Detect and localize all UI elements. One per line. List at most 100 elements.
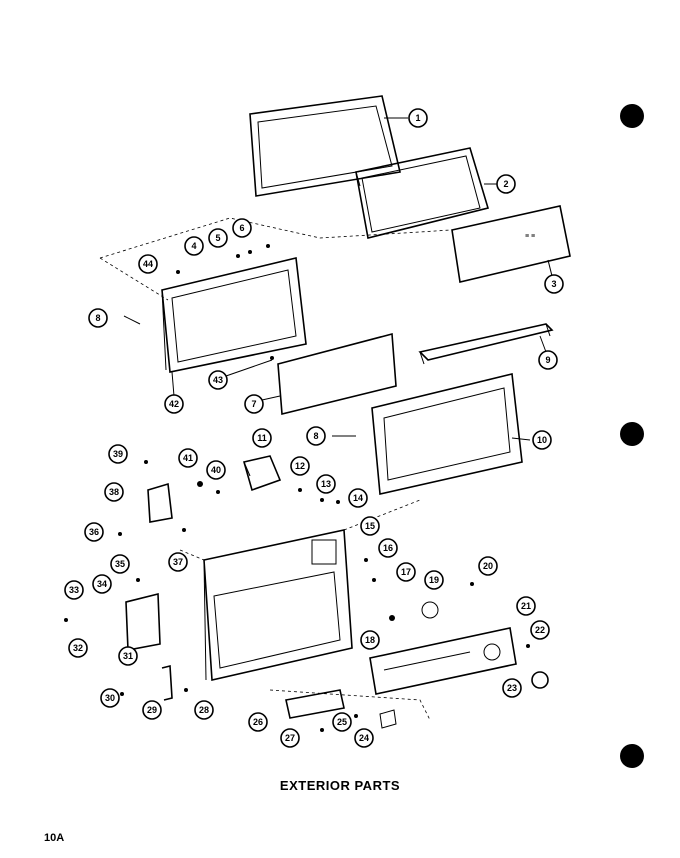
svg-text:20: 20	[483, 561, 493, 571]
svg-text:8: 8	[95, 313, 100, 323]
leader-lines	[123, 117, 553, 441]
callout-13: 13	[316, 474, 336, 494]
svg-text:34: 34	[97, 579, 107, 589]
part-19-disc	[421, 601, 439, 619]
callout-8-lower: 8	[306, 426, 326, 446]
svg-text:5: 5	[215, 233, 220, 243]
svg-text:17: 17	[401, 567, 411, 577]
svg-text:8: 8	[313, 431, 318, 441]
part-11-box	[242, 455, 282, 492]
callout-9: 9	[538, 350, 558, 370]
part-26-bracket	[285, 689, 345, 719]
small-fasteners	[64, 244, 530, 732]
callout-18: 18	[360, 630, 380, 650]
part-23-knob	[531, 671, 549, 689]
callout-43: 43	[208, 370, 228, 390]
callout-21: 21	[516, 596, 536, 616]
callout-20: 20	[478, 556, 498, 576]
callout-36: 36	[84, 522, 104, 542]
callout-14: 14	[348, 488, 368, 508]
part-29-clip	[161, 664, 173, 701]
callout-5: 5	[208, 228, 228, 248]
callout-39: 39	[108, 444, 128, 464]
svg-text:30: 30	[105, 693, 115, 703]
svg-text:7: 7	[251, 399, 256, 409]
part-24-clip	[379, 709, 397, 729]
svg-text:3: 3	[551, 279, 556, 289]
binder-hole-middle	[620, 422, 644, 446]
callout-41: 41	[178, 448, 198, 468]
callout-11: 11	[252, 428, 272, 448]
svg-text:28: 28	[199, 705, 209, 715]
svg-text:15: 15	[365, 521, 375, 531]
part-3-panel: ≡ ≡	[451, 205, 571, 283]
svg-text:11: 11	[257, 433, 267, 443]
callout-19: 19	[424, 570, 444, 590]
svg-text:27: 27	[285, 733, 295, 743]
callout-37: 37	[168, 552, 188, 572]
callout-4: 4	[184, 236, 204, 256]
callout-33: 33	[64, 580, 84, 600]
svg-text:42: 42	[169, 399, 179, 409]
callout-27: 27	[280, 728, 300, 748]
callout-2: 2	[496, 174, 516, 194]
svg-text:16: 16	[383, 543, 393, 553]
callout-12: 12	[290, 456, 310, 476]
callout-24: 24	[354, 728, 374, 748]
callout-1: 1	[408, 108, 428, 128]
callout-31: 31	[118, 646, 138, 666]
callout-10: 10	[532, 430, 552, 450]
part-21-control-panel	[369, 627, 517, 695]
callout-30: 30	[100, 688, 120, 708]
svg-text:29: 29	[147, 705, 157, 715]
svg-text:21: 21	[521, 601, 531, 611]
svg-text:39: 39	[113, 449, 123, 459]
svg-text:9: 9	[545, 355, 550, 365]
svg-text:33: 33	[69, 585, 79, 595]
svg-text:43: 43	[213, 375, 223, 385]
svg-text:44: 44	[143, 259, 153, 269]
svg-text:26: 26	[253, 717, 263, 727]
svg-text:36: 36	[89, 527, 99, 537]
part-15-cabinet-front	[203, 529, 353, 681]
callout-26: 26	[248, 712, 268, 732]
callout-38: 38	[104, 482, 124, 502]
callout-42: 42	[164, 394, 184, 414]
svg-text:10: 10	[537, 435, 547, 445]
svg-text:37: 37	[173, 557, 183, 567]
callout-40: 40	[206, 460, 226, 480]
svg-text:13: 13	[321, 479, 331, 489]
svg-text:1: 1	[415, 113, 420, 123]
callout-23: 23	[502, 678, 522, 698]
callout-15: 15	[360, 516, 380, 536]
part-10-frame	[371, 373, 523, 495]
callout-7: 7	[244, 394, 264, 414]
svg-text:12: 12	[295, 461, 305, 471]
svg-text:31: 31	[123, 651, 133, 661]
callout-29: 29	[142, 700, 162, 720]
svg-text:≡ ≡: ≡ ≡	[525, 233, 535, 240]
callout-25: 25	[332, 712, 352, 732]
part-31-bracket	[125, 592, 161, 651]
part-1-frame	[249, 95, 401, 197]
part-9-handle	[418, 323, 554, 365]
binder-hole-bottom	[620, 744, 644, 768]
callout-34: 34	[92, 574, 112, 594]
svg-text:4: 4	[191, 241, 196, 251]
diagram-caption: EXTERIOR PARTS	[279, 778, 401, 793]
part-38-bracket	[147, 482, 173, 523]
svg-text:40: 40	[211, 465, 221, 475]
callout-17: 17	[396, 562, 416, 582]
svg-text:22: 22	[535, 625, 545, 635]
svg-text:18: 18	[365, 635, 375, 645]
svg-text:35: 35	[115, 559, 125, 569]
binder-hole-top	[620, 104, 644, 128]
callout-16: 16	[378, 538, 398, 558]
callout-35: 35	[110, 554, 130, 574]
callout-32: 32	[68, 638, 88, 658]
callout-6: 6	[232, 218, 252, 238]
callout-8: 8	[88, 308, 108, 328]
svg-text:32: 32	[73, 643, 83, 653]
callout-3: 3	[544, 274, 564, 294]
